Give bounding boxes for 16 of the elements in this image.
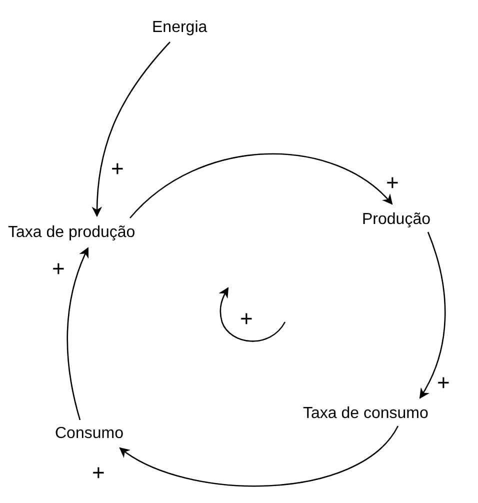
variable-label: Produção — [362, 211, 430, 228]
edge-label: + — [111, 158, 124, 180]
arrow — [66, 247, 89, 420]
variable-label: Taxa de consumo — [303, 405, 428, 422]
edge-label: + — [386, 172, 399, 194]
arrow — [130, 153, 393, 218]
arrow — [419, 232, 446, 399]
edge-label: + — [52, 258, 65, 280]
arrow — [119, 426, 399, 486]
arrow — [92, 42, 170, 218]
variable-label: Consumo — [55, 425, 124, 442]
edge-label: + — [437, 372, 450, 394]
variable-label: Energia — [152, 19, 208, 36]
variable-label: Taxa de produção — [8, 224, 136, 241]
edge-label: + — [92, 462, 105, 484]
loop-polarity-label: + — [240, 308, 253, 330]
